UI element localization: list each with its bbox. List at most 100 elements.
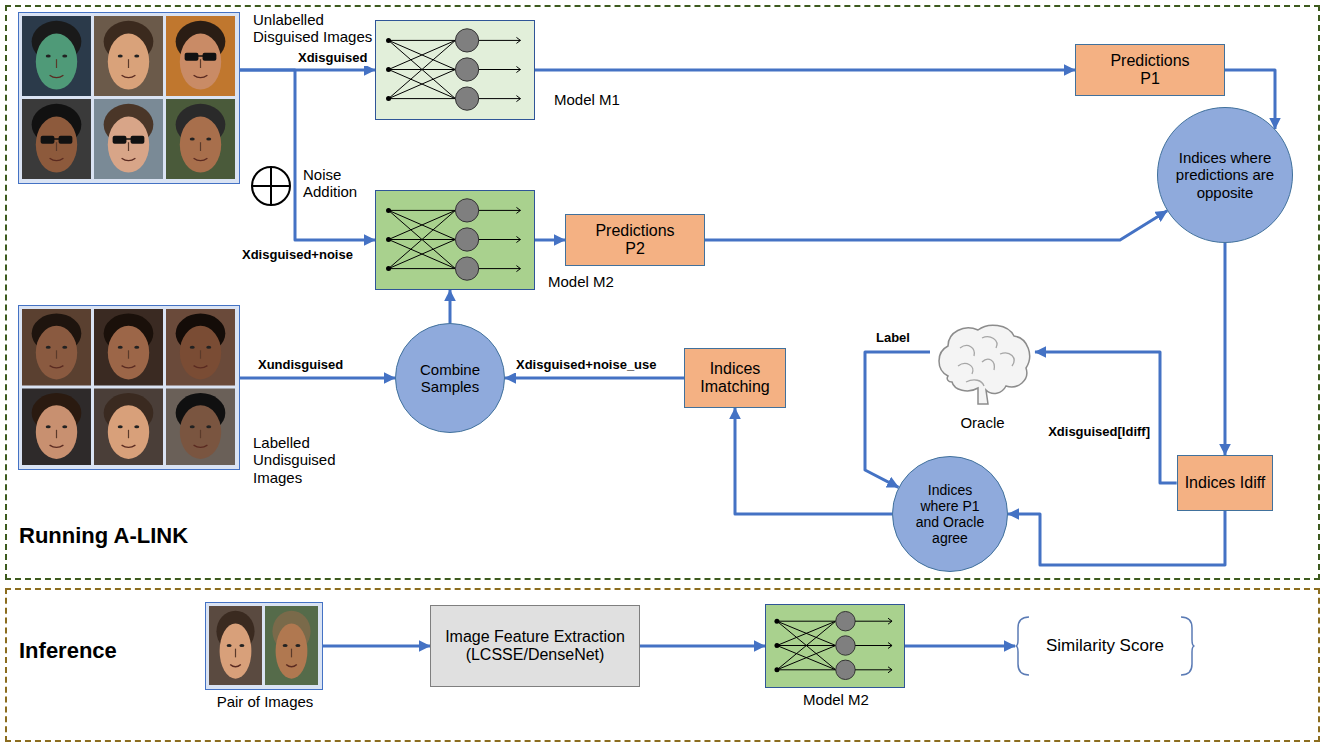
nose xyxy=(200,430,201,438)
brain-fold xyxy=(982,359,994,370)
region-panel: Running A-LINK Unlabelled Disguised Image… xyxy=(5,5,1320,580)
face-photo xyxy=(22,16,91,96)
node-label: Running A-LINK xyxy=(19,523,188,548)
net-output-head xyxy=(888,667,892,673)
net-link xyxy=(389,70,456,99)
net-link xyxy=(389,40,456,98)
node-label: Combine Samples xyxy=(405,361,495,396)
image-set: Unlabelled Disguised Images xyxy=(18,12,240,184)
net-output xyxy=(479,268,521,269)
brace xyxy=(1016,617,1030,675)
connector-arrow xyxy=(240,70,375,240)
process-circle: Indices where predictions are opposite xyxy=(1157,107,1293,243)
net-output-head xyxy=(516,37,520,43)
output-box: Indices Idiff xyxy=(1177,455,1274,511)
output-box: Predictions P2 xyxy=(565,214,705,266)
photo-ground xyxy=(209,606,262,685)
connector-arrow xyxy=(240,377,395,380)
eye xyxy=(46,425,51,428)
eye xyxy=(295,644,300,647)
brain-fold xyxy=(982,337,997,348)
net-figure xyxy=(376,191,533,288)
net-neuron xyxy=(455,87,478,110)
photo-ground xyxy=(22,99,91,179)
face xyxy=(108,326,149,380)
oracle-figure: Oracle xyxy=(930,318,1035,410)
model-box: Model M1 xyxy=(375,20,535,120)
region-panel: InferencePair of ImagesImage Feature Ext… xyxy=(5,588,1320,742)
photo-ground xyxy=(94,309,163,386)
face xyxy=(220,623,252,678)
process-circle: Combine Samples xyxy=(395,323,505,433)
net-output xyxy=(479,210,521,211)
eye xyxy=(283,644,288,647)
face xyxy=(276,623,308,678)
net-output xyxy=(479,69,521,70)
mouth xyxy=(50,366,64,368)
face-photo xyxy=(265,606,318,685)
face-photo xyxy=(94,389,163,466)
node-label: Pair of Images xyxy=(195,693,335,710)
eye xyxy=(62,346,67,349)
nose xyxy=(56,142,57,151)
sunglasses xyxy=(185,53,199,61)
net-link xyxy=(389,70,456,99)
net-output-head xyxy=(888,618,892,624)
node-label: Indices Idiff xyxy=(1185,474,1266,492)
eye xyxy=(46,346,51,349)
connector-arrow xyxy=(323,645,430,648)
edge-label: Xdisguised xyxy=(296,50,369,66)
brain-fold xyxy=(958,364,973,374)
photo-ground xyxy=(94,389,163,466)
sunglasses xyxy=(197,55,204,57)
brain-fold xyxy=(966,380,984,386)
mouth xyxy=(122,445,136,447)
connector-arrow xyxy=(905,645,1015,648)
mouth xyxy=(122,366,136,368)
face xyxy=(180,326,221,380)
edge-label: Xdisguised+noise_use xyxy=(514,357,659,373)
net-link xyxy=(389,240,456,269)
photo-ground xyxy=(22,389,91,466)
net-link xyxy=(777,621,836,670)
face-photo xyxy=(94,16,163,96)
node-label: Image Feature Extraction (LCSSE/DenseNet… xyxy=(445,628,625,665)
net-link xyxy=(777,646,836,670)
net-input xyxy=(774,667,779,672)
image-set: Labelled Undisguised Images xyxy=(18,305,240,470)
node-label: Indices where P1 and Oracle agree xyxy=(911,482,989,546)
face-photo xyxy=(22,99,91,179)
face xyxy=(36,326,77,380)
face-photo xyxy=(22,389,91,466)
net-neuron xyxy=(836,636,855,655)
connector-arrow xyxy=(1035,352,1177,483)
node-label: Model M2 xyxy=(766,691,906,708)
net-output xyxy=(855,645,892,646)
eye xyxy=(118,54,123,57)
mouth xyxy=(194,158,208,160)
face-photo xyxy=(166,99,235,179)
node-label: Unlabelled Disguised Images xyxy=(253,11,378,46)
connector-arrow xyxy=(505,377,684,380)
face xyxy=(108,34,149,90)
nose xyxy=(128,142,129,151)
face-photo xyxy=(166,309,235,386)
net-neuron xyxy=(455,199,478,222)
photo-ground xyxy=(22,309,91,386)
net-output-head xyxy=(888,643,892,649)
net-link xyxy=(777,646,836,670)
nose xyxy=(56,430,57,438)
net-link xyxy=(389,40,456,98)
eye xyxy=(118,346,123,349)
output-box: Indices Imatching xyxy=(684,348,786,408)
photo-ground xyxy=(166,389,235,466)
connector-arrow xyxy=(705,211,1167,240)
net-input xyxy=(774,619,779,624)
nose xyxy=(200,142,201,151)
face xyxy=(180,405,221,459)
node-label: Predictions P1 xyxy=(1100,52,1200,89)
net-output xyxy=(855,669,892,670)
mouth xyxy=(230,664,241,666)
net-neuron xyxy=(455,257,478,280)
photo-ground xyxy=(22,16,91,96)
